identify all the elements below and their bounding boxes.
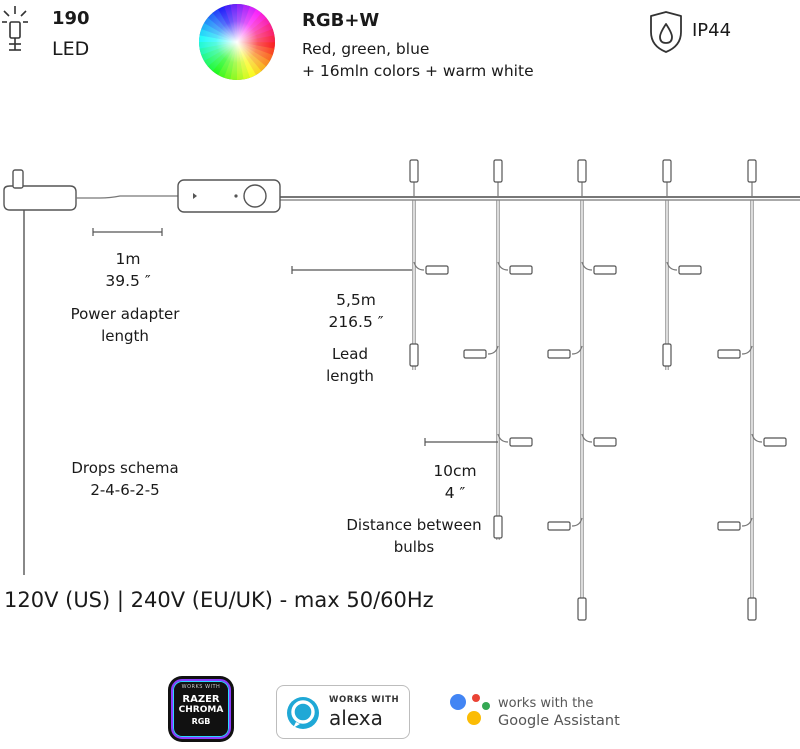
google-line-1: works with the <box>498 696 594 711</box>
bulb <box>425 265 449 275</box>
adapter-cable <box>76 195 178 199</box>
lead-caption-1: Lead <box>331 345 369 363</box>
bulb <box>662 343 672 367</box>
controller-box <box>177 179 281 213</box>
lead-length-in: 216.5 ″ <box>328 313 384 331</box>
razer-line-3: RGB <box>191 717 211 726</box>
adapter-length-in: 39.5 ″ <box>105 272 151 290</box>
bulb <box>717 521 741 531</box>
drop-5 <box>717 159 787 621</box>
google-line-2: Google Assistant <box>498 713 620 729</box>
bulb <box>493 159 503 183</box>
water-shield-icon <box>650 11 682 53</box>
led-count: 190 <box>52 8 90 29</box>
color-wheel-icon <box>199 4 275 80</box>
alexa-top-text: WORKS WITH <box>329 695 400 705</box>
bulb <box>717 349 741 359</box>
drop-3 <box>547 159 617 621</box>
bulb <box>593 437 617 447</box>
power-adapter <box>3 169 77 575</box>
bulb-caption-2: bulbs <box>393 538 435 556</box>
razer-line-2: CHROMA <box>178 705 224 715</box>
bulb <box>463 349 487 359</box>
rgbw-title: RGB+W <box>302 10 380 31</box>
bulb <box>577 597 587 621</box>
bulb-icon <box>2 6 28 51</box>
bulb <box>747 159 757 183</box>
bulb <box>409 343 419 367</box>
rgbw-line-1: Red, green, blue <box>302 40 430 58</box>
dimension-lines <box>92 228 498 446</box>
lead-length-m: 5,5m <box>336 291 376 309</box>
bulb-distance-cm: 10cm <box>433 462 477 480</box>
bulb-caption-1: Distance between <box>346 516 482 534</box>
razer-top-text: WORKS WITH <box>181 684 221 690</box>
alexa-name: alexa <box>329 706 383 730</box>
bulb <box>662 159 672 183</box>
voltage-spec: 120V (US) | 240V (EU/UK) - max 50/60Hz <box>4 588 434 612</box>
rgbw-line-2: + 16mln colors + warm white <box>302 62 534 80</box>
razer-chroma-logo: WORKS WITH RAZER CHROMA RGB <box>168 676 234 742</box>
bulb <box>547 521 571 531</box>
ip-rating: IP44 <box>692 20 732 41</box>
led-label: LED <box>52 38 90 60</box>
bulb <box>678 265 702 275</box>
bulb-distance-in: 4 ″ <box>444 484 466 502</box>
lead-caption-2: length <box>326 367 374 385</box>
drops-caption-1: Drops schema <box>71 459 179 477</box>
bulb <box>509 437 533 447</box>
bulb <box>509 265 533 275</box>
bulb <box>493 515 503 539</box>
razer-line-1: RAZER <box>182 694 220 705</box>
bulb <box>747 597 757 621</box>
bulb <box>409 159 419 183</box>
drop-2 <box>463 159 533 540</box>
alexa-logo: WORKS WITH alexa <box>276 685 410 739</box>
bulb <box>763 437 787 447</box>
drops-caption-2: 2-4-6-2-5 <box>90 481 160 499</box>
drop-1 <box>409 159 449 370</box>
bulb <box>593 265 617 275</box>
google-assistant-icon <box>450 694 490 725</box>
adapter-caption-1: Power adapter <box>70 305 180 323</box>
alexa-icon <box>287 697 319 729</box>
bulb <box>577 159 587 183</box>
bulb <box>547 349 571 359</box>
adapter-length-m: 1m <box>115 250 141 268</box>
adapter-caption-2: length <box>101 327 149 345</box>
drop-4 <box>662 159 702 370</box>
